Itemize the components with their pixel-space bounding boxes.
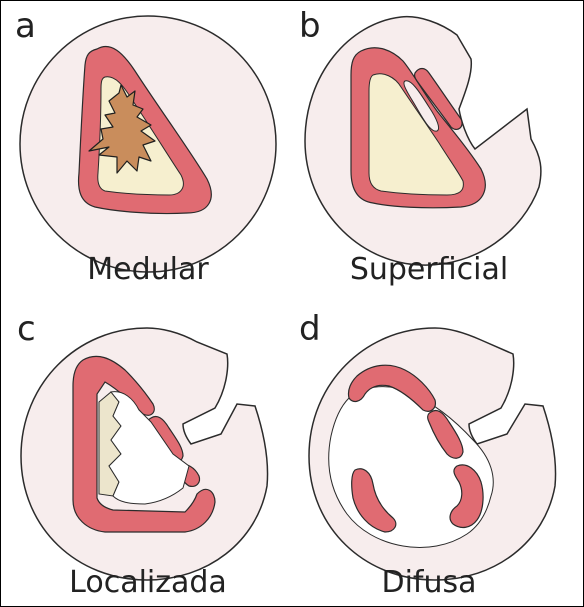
panel-a-medular: a Medular — [1, 1, 293, 301]
panel-b-superficial: b Superficial — [291, 1, 583, 301]
panel-caption-localizada: Localizada — [38, 568, 258, 598]
diagram-localizada — [1, 306, 293, 606]
panel-caption-superficial: Superficial — [319, 255, 539, 285]
panel-c-localizada: c Localizada — [1, 306, 293, 606]
diagram-difusa — [291, 306, 583, 606]
panel-caption-difusa: Difusa — [329, 568, 529, 598]
panel-caption-medular: Medular — [48, 255, 248, 285]
panel-d-difusa: d Difusa — [291, 306, 583, 606]
